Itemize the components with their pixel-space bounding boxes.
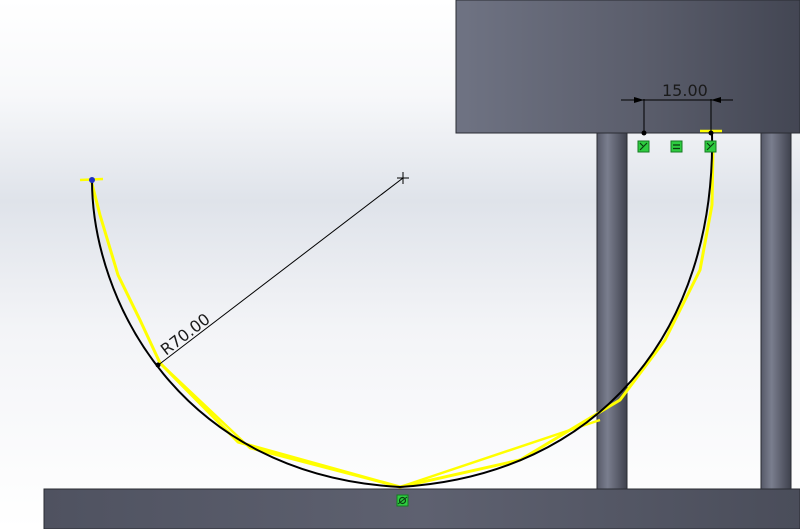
equal-icon[interactable] [670, 140, 683, 153]
sketch-arc[interactable] [91, 132, 714, 489]
left-endpoint[interactable] [89, 177, 95, 183]
left-post-body[interactable] [596, 132, 628, 490]
base-plate-body[interactable] [43, 488, 800, 529]
fixed-icon[interactable] [637, 140, 650, 153]
arc-center-mark[interactable] [397, 172, 409, 184]
right-post-body[interactable] [760, 132, 792, 490]
fixed-icon[interactable] [704, 140, 717, 153]
tangent-icon[interactable] [396, 494, 409, 507]
linear-dimension-label[interactable]: 15.00 [662, 81, 708, 100]
upper-plate-body[interactable] [455, 0, 800, 134]
radius-leader-tip [155, 362, 161, 368]
spline-highlight-secondary [159, 362, 601, 489]
radius-leader-line[interactable] [156, 177, 404, 367]
linear-dimension[interactable] [621, 97, 733, 136]
radius-dimension-label[interactable]: R70.00 [157, 309, 214, 359]
